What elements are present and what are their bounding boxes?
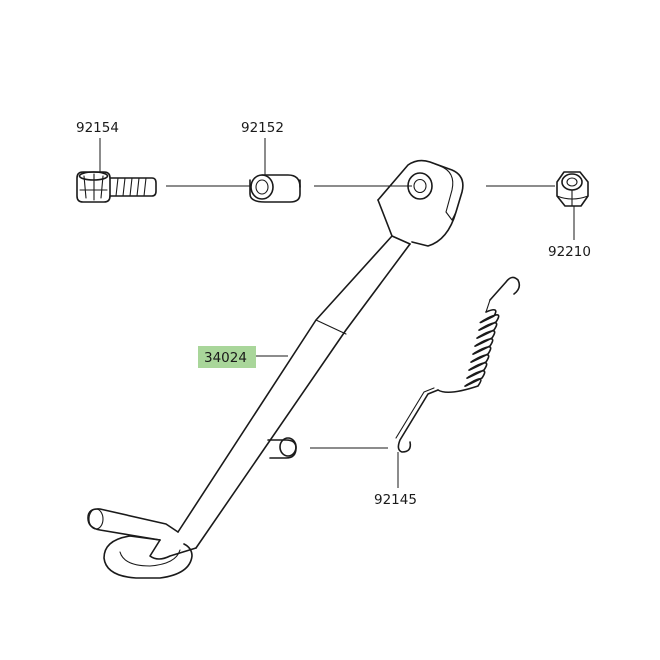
nut-part-number[interactable]: 92210 bbox=[548, 244, 591, 260]
side-stand-34024-drawing[interactable] bbox=[87, 159, 464, 579]
bolt-92154-drawing[interactable] bbox=[76, 171, 157, 203]
stand-part-number[interactable]: 34024 bbox=[204, 350, 247, 366]
collar-92152-drawing[interactable] bbox=[249, 174, 301, 203]
spring-92145-drawing[interactable] bbox=[395, 276, 521, 453]
stand-part-highlight bbox=[198, 346, 256, 368]
collar-part-number[interactable]: 92152 bbox=[241, 120, 284, 136]
spring-part-number[interactable]: 92145 bbox=[374, 492, 417, 508]
nut-92210-drawing[interactable] bbox=[556, 171, 589, 207]
bolt-part-number[interactable]: 92154 bbox=[76, 120, 119, 136]
